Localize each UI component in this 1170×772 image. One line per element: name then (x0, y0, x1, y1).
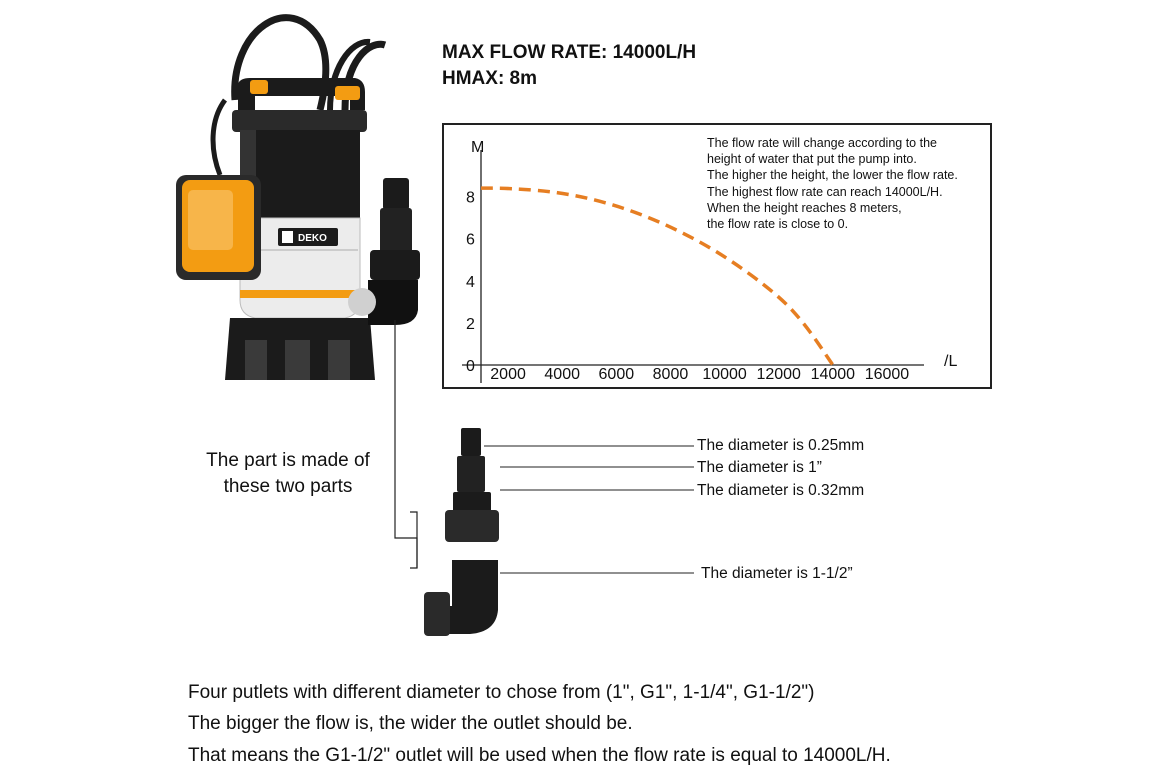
label-diameter-1-1-2: The diameter is 1-1/2” (701, 565, 853, 582)
pump-illustration: DEKO (176, 14, 420, 380)
y-tick-label: 0 (466, 358, 475, 375)
x-tick-label: 2000 (490, 366, 526, 383)
bottom-line-3: That means the G1-1/2" outlet will be us… (188, 745, 891, 766)
part-leader-lines (484, 445, 694, 574)
chart-note-line: The highest flow rate can reach 14000L/H… (707, 184, 943, 199)
caption-line-2: these two parts (223, 476, 353, 497)
label-diameter-1: The diameter is 1” (697, 459, 822, 476)
y-tick-label: 6 (466, 232, 475, 249)
adapter-parts-illustration (394, 320, 499, 636)
x-tick-label: 6000 (599, 366, 635, 383)
chart-note-line: the flow rate is close to 0. (707, 217, 849, 231)
label-diameter-032: The diameter is 0.32mm (697, 482, 865, 499)
y-axis-label: M (471, 139, 484, 156)
hmax: HMAX: 8m (442, 68, 538, 89)
chart-canvas: M/L 0 2 4 6 8 2000 4000 6000 8000 10000 12000 14000 1… (462, 139, 957, 383)
chart-note-line: The higher the height, the lower the flo… (707, 168, 958, 183)
caption-line-1: The part is made of (206, 450, 370, 471)
x-tick-label: 4000 (544, 366, 580, 383)
bottom-line-2: The bigger the flow is, the wider the ou… (188, 713, 633, 734)
flow-curve (481, 186, 835, 366)
x-axis-label: /L (944, 353, 957, 370)
label-diameter-025: The diameter is 0.25mm (697, 437, 865, 454)
chart-note-line: height of water that put the pump into. (707, 152, 917, 167)
x-tick-label: 8000 (653, 366, 689, 383)
flow-chart: M/L 0 2 4 6 8 2000 4000 6000 8000 10000 12000 14000 1… (442, 123, 992, 389)
chart-note-line: The flow rate will change according to t… (707, 136, 937, 150)
max-flow-rate: MAX FLOW RATE: 14000L/H (442, 42, 697, 63)
bottom-line-1: Four putlets with different diameter to … (188, 682, 815, 703)
y-tick-label: 4 (466, 274, 475, 291)
parts-caption: The part is made of these two parts (198, 448, 378, 500)
y-tick-label: 8 (466, 190, 475, 207)
x-tick-label: 10000 (702, 366, 747, 383)
y-tick-label: 2 (466, 316, 475, 333)
chart-note-line: When the height reaches 8 meters, (707, 200, 902, 215)
x-tick-label: 16000 (865, 366, 910, 383)
brand-label: DEKO (298, 233, 327, 244)
x-tick-label: 14000 (811, 366, 856, 383)
x-tick-label: 12000 (756, 366, 801, 383)
